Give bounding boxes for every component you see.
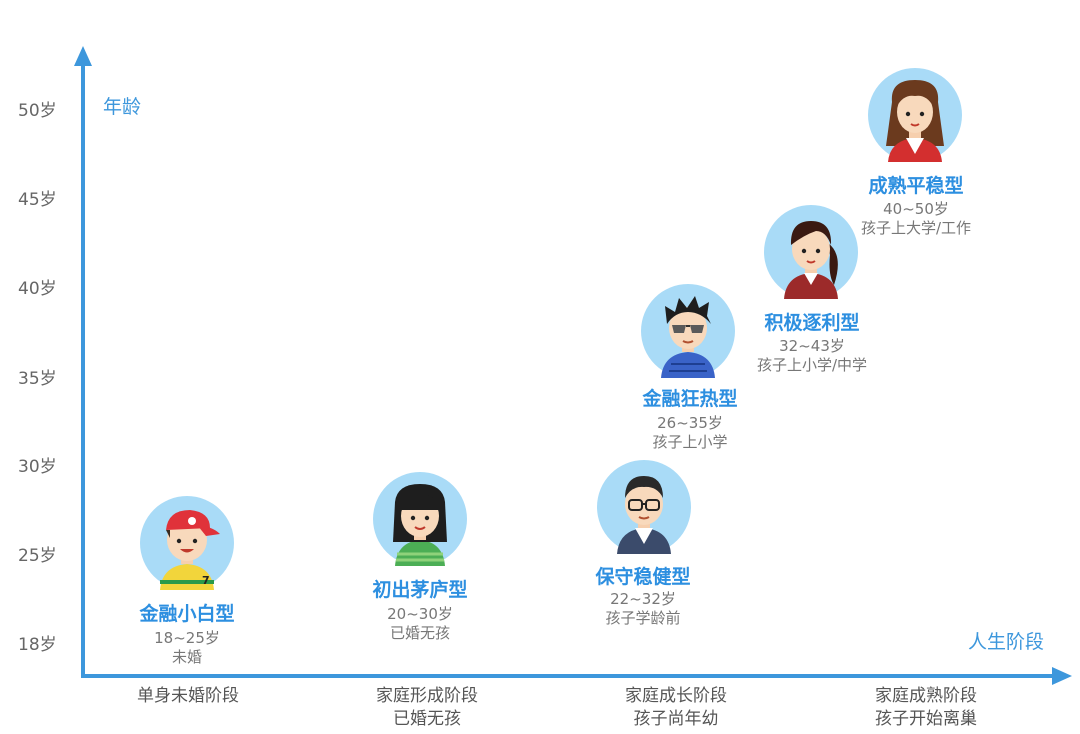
stage-subtitle: 孩子开始离巢	[821, 708, 1031, 731]
y-tick-label: 45岁	[18, 185, 64, 210]
persona-note: 孩子上小学/中学	[702, 356, 922, 375]
stage-label: 单身未婚阶段	[83, 685, 293, 708]
y-axis-title: 年龄	[103, 92, 141, 119]
y-tick-label: 40岁	[18, 274, 64, 299]
avatar-man-glasses	[597, 460, 691, 554]
x-axis-arrow	[1052, 667, 1072, 685]
stage-title: 家庭成长阶段	[571, 685, 781, 708]
svg-text:7: 7	[202, 574, 210, 587]
stage-title: 家庭成熟阶段	[821, 685, 1031, 708]
stage-subtitle: 孩子尚年幼	[571, 708, 781, 731]
stage-label: 家庭形成阶段 已婚无孩	[322, 685, 532, 731]
y-tick-label: 18岁	[18, 630, 64, 655]
persona-name: 初出茅庐型	[310, 575, 530, 602]
stage-label: 家庭成长阶段 孩子尚年幼	[571, 685, 781, 731]
persona-name: 积极逐利型	[702, 308, 922, 335]
persona-note: 孩子上小学	[580, 433, 800, 452]
persona-name: 成熟平稳型	[806, 171, 1026, 198]
persona-note: 未婚	[77, 648, 297, 667]
persona-name: 保守稳健型	[533, 562, 753, 589]
avatar-girl-bangs	[373, 472, 467, 566]
x-axis-title: 人生阶段	[968, 627, 1044, 654]
avatar-boy-cap: 7	[140, 496, 234, 590]
persona-name: 金融小白型	[77, 599, 297, 626]
persona-note: 已婚无孩	[310, 624, 530, 643]
persona-detail: 26~35岁 孩子上小学	[580, 414, 800, 452]
y-tick-label: 30岁	[18, 452, 64, 477]
persona-age: 26~35岁	[580, 414, 800, 433]
persona-name: 金融狂热型	[580, 384, 800, 411]
y-tick-label: 25岁	[18, 541, 64, 566]
stage-subtitle: 已婚无孩	[322, 708, 532, 731]
persona-age: 40~50岁	[806, 200, 1026, 219]
stage-title: 家庭形成阶段	[322, 685, 532, 708]
stage-label: 家庭成熟阶段 孩子开始离巢	[821, 685, 1031, 731]
persona-age: 22~32岁	[533, 590, 753, 609]
persona-detail: 18~25岁 未婚	[77, 629, 297, 667]
persona-detail: 22~32岁 孩子学龄前	[533, 590, 753, 628]
stage-title: 单身未婚阶段	[83, 685, 293, 708]
y-axis-arrow	[74, 46, 92, 66]
persona-age: 32~43岁	[702, 337, 922, 356]
avatar-woman-long-hair	[868, 68, 962, 162]
persona-note: 孩子学龄前	[533, 609, 753, 628]
y-tick-label: 35岁	[18, 364, 64, 389]
persona-age: 20~30岁	[310, 605, 530, 624]
persona-note: 孩子上大学/工作	[806, 219, 1026, 238]
persona-detail: 32~43岁 孩子上小学/中学	[702, 337, 922, 375]
persona-detail: 40~50岁 孩子上大学/工作	[806, 200, 1026, 238]
y-tick-label: 50岁	[18, 96, 64, 121]
persona-detail: 20~30岁 已婚无孩	[310, 605, 530, 643]
persona-age: 18~25岁	[77, 629, 297, 648]
